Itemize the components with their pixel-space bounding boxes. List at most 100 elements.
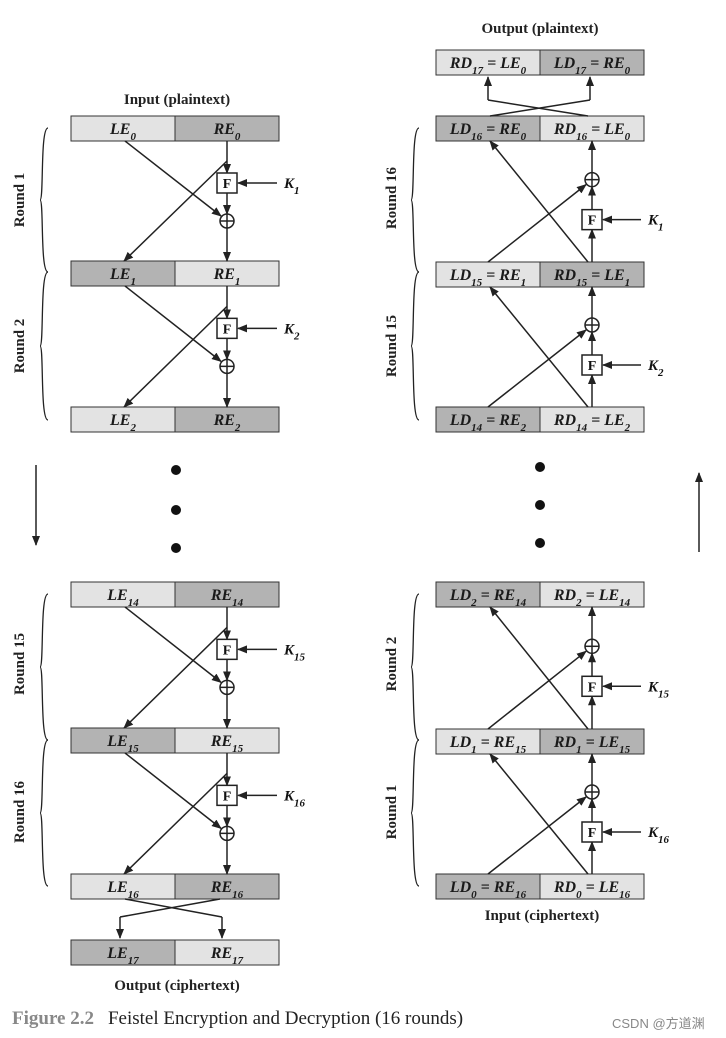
right-half-label: RE17 [210,945,244,967]
left-half-label: LE17 [106,945,139,967]
right-half-label: LD17 = RE0 [553,55,631,77]
left-half-label: LD14 = RE2 [449,412,527,434]
right-half-label: RD2 = LE14 [553,587,631,609]
decryption-block-6: LD0 = RE16 RD0 = LE16 [435,873,645,901]
brace-round-1 [410,739,420,887]
right-half-box [174,260,280,287]
right-half-label: RE15 [210,733,244,755]
f-label: F [223,177,232,192]
f-label: F [588,214,597,229]
right-half-label: RD0 = LE16 [553,879,631,901]
round-key-d16: K1 [647,213,664,234]
left-half-label: LE2 [109,412,136,434]
round-label: Round 1 [12,173,28,228]
round-key-r2: K2 [283,321,300,342]
right-half-box [539,406,645,433]
f-function-box: F [216,317,238,340]
swap-arrow [123,305,228,408]
right-half-box [174,873,280,900]
swap-arrow [123,772,228,875]
right-half-label: RE1 [213,266,241,288]
round-label: Round 15 [384,315,400,377]
xor-icon [584,171,600,188]
encryption-block-2: LE2 RE2 [70,406,280,434]
f-function-box: F [216,638,238,661]
round-key-r16: K16 [283,788,306,809]
round-key-d15: K2 [647,358,664,379]
output-label: Output (plaintext) [481,21,598,37]
f-label: F [588,359,597,374]
continuation-dot [171,543,181,553]
left-to-xor-arrow [124,285,222,362]
brace-round-15 [410,271,420,421]
right-half-label: RD15 = LE1 [553,267,630,289]
xor-icon [584,317,600,333]
figure-number: Figure 2.2 [12,1008,94,1029]
right-half-box [539,728,645,755]
left-to-xor-arrow [487,329,587,408]
decryption-block-0: RD17 = LE0 LD17 = RE0 [435,49,645,77]
f-function-box: F [581,675,603,698]
decryption-block-4: LD2 = RE14 RD2 = LE14 [435,581,645,609]
round-label: Round 16 [384,166,400,229]
continuation-dot [171,465,181,475]
left-half-label: LE15 [106,733,139,755]
swap-arrow [489,286,589,408]
f-function-box: F [581,354,603,376]
right-half-label: RD1 = LE15 [553,734,631,756]
continuation-dot [535,462,545,472]
input-label: Input (plaintext) [124,92,230,108]
left-half-label: LE14 [106,587,139,609]
encryption-block-0: LE0 RE0 [70,115,280,143]
left-half-box [435,115,541,142]
left-half-box [435,581,541,608]
continuation-dot [535,538,545,548]
encryption-block-6: LE17 RE17 [70,939,280,967]
left-half-label: LD0 = RE16 [449,879,527,901]
f-label: F [223,322,232,337]
left-half-box [70,260,176,287]
swap-arrow [489,606,589,730]
left-half-box [70,939,176,966]
swap-arrow [123,626,228,729]
encryption-block-1: LE1 RE1 [70,260,280,288]
round-key-d2: K15 [647,679,670,700]
round-label: Round 2 [12,319,28,374]
right-half-box [174,115,280,142]
left-half-label: LE1 [109,266,136,288]
brace-round-1 [39,127,49,273]
f-function-box: F [216,172,238,194]
left-half-label: LD1 = RE15 [449,734,527,756]
xor-icon [219,679,235,696]
xor-icon [219,213,235,229]
left-half-label: LD2 = RE14 [449,587,527,609]
left-half-box [435,261,541,288]
right-half-box [174,727,280,754]
round-label: Round 15 [12,633,28,695]
left-half-label: RD17 = LE0 [449,55,527,77]
round-key-r15: K15 [283,642,306,663]
figure-title: Feistel Encryption and Decryption (16 ro… [107,1008,464,1029]
final-swap-line [489,99,591,117]
f-label: F [588,680,597,695]
swap-arrow [123,160,228,262]
xor-icon [584,638,600,655]
round-key-d1: K16 [647,825,670,846]
left-half-box [70,581,176,608]
left-half-box [70,727,176,754]
right-half-label: RE0 [213,121,241,143]
right-half-label: RE2 [213,412,241,434]
right-half-box [539,49,645,76]
f-function-box: F [581,208,603,231]
left-half-box [70,873,176,900]
left-half-label: LE0 [109,121,136,143]
brace-round-16 [39,739,49,887]
continuation-dot [535,500,545,510]
xor-icon [219,358,235,375]
left-half-label: LD16 = RE0 [449,121,527,143]
